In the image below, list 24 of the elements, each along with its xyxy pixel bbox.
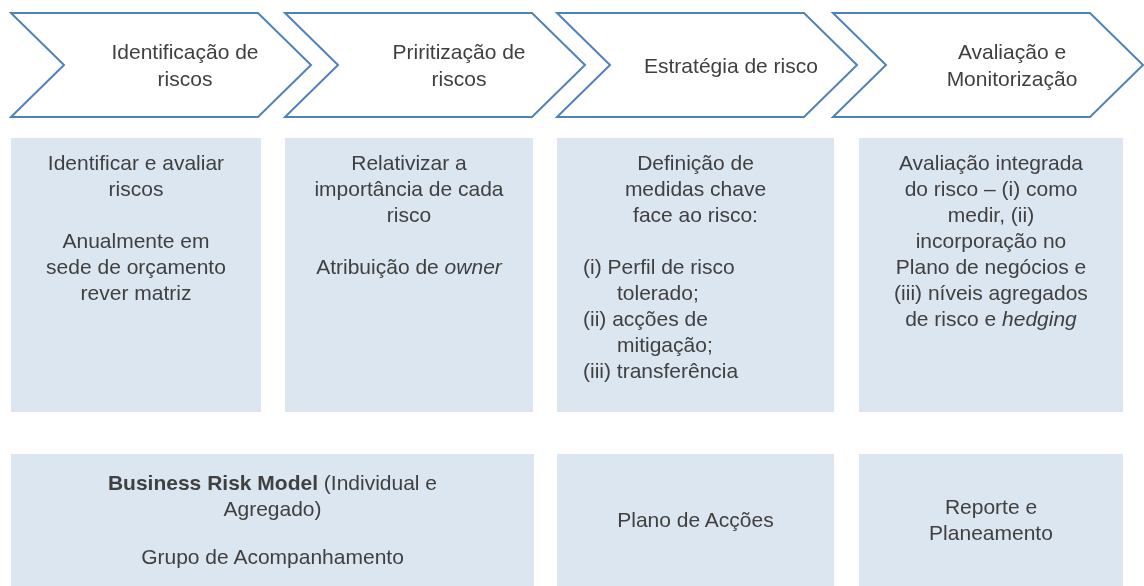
panel-text: Definição de medidas chave face ao risco: xyxy=(623,150,768,228)
step-title: Avaliação e Monitorização xyxy=(945,39,1079,92)
info-panel xyxy=(285,138,533,412)
panel-text: Reporte e Planeamento xyxy=(928,494,1054,546)
step-title: Estratégia de risco xyxy=(644,52,818,79)
panel-text: Anualmente em sede de orçamento rever matriz xyxy=(45,228,227,306)
info-panel xyxy=(11,454,534,586)
step-title: Priritização de riscos xyxy=(391,39,527,92)
panel-text: Avaliação integrada do risco – (i) como medir, (ii) incorporação no Plano de negócios e (iii) níveis agregados de risco e hedging xyxy=(893,150,1089,332)
info-panel xyxy=(557,454,834,586)
panel-text: Plano de Acções xyxy=(617,507,774,533)
info-panel xyxy=(859,138,1123,412)
step-title: Identificação de riscos xyxy=(110,39,260,92)
list-item: (ii) acções de mitigação; xyxy=(583,306,714,358)
list-item: (i) Perfil de risco tolerado; xyxy=(583,254,736,306)
panel-text: Atribuição de owner xyxy=(316,254,502,280)
info-panel xyxy=(859,454,1123,586)
info-panel xyxy=(11,138,261,412)
list-item: (iii) transferência xyxy=(583,358,740,384)
info-panel xyxy=(557,138,834,412)
panel-text: Grupo de Acompanhamento xyxy=(141,544,404,570)
panel-text: Relativizar a importância de cada risco xyxy=(313,150,505,228)
panel-text: Business Risk Model (Individual e Agregado) xyxy=(106,470,439,522)
panel-text: Identificar e avaliar riscos xyxy=(46,150,226,202)
